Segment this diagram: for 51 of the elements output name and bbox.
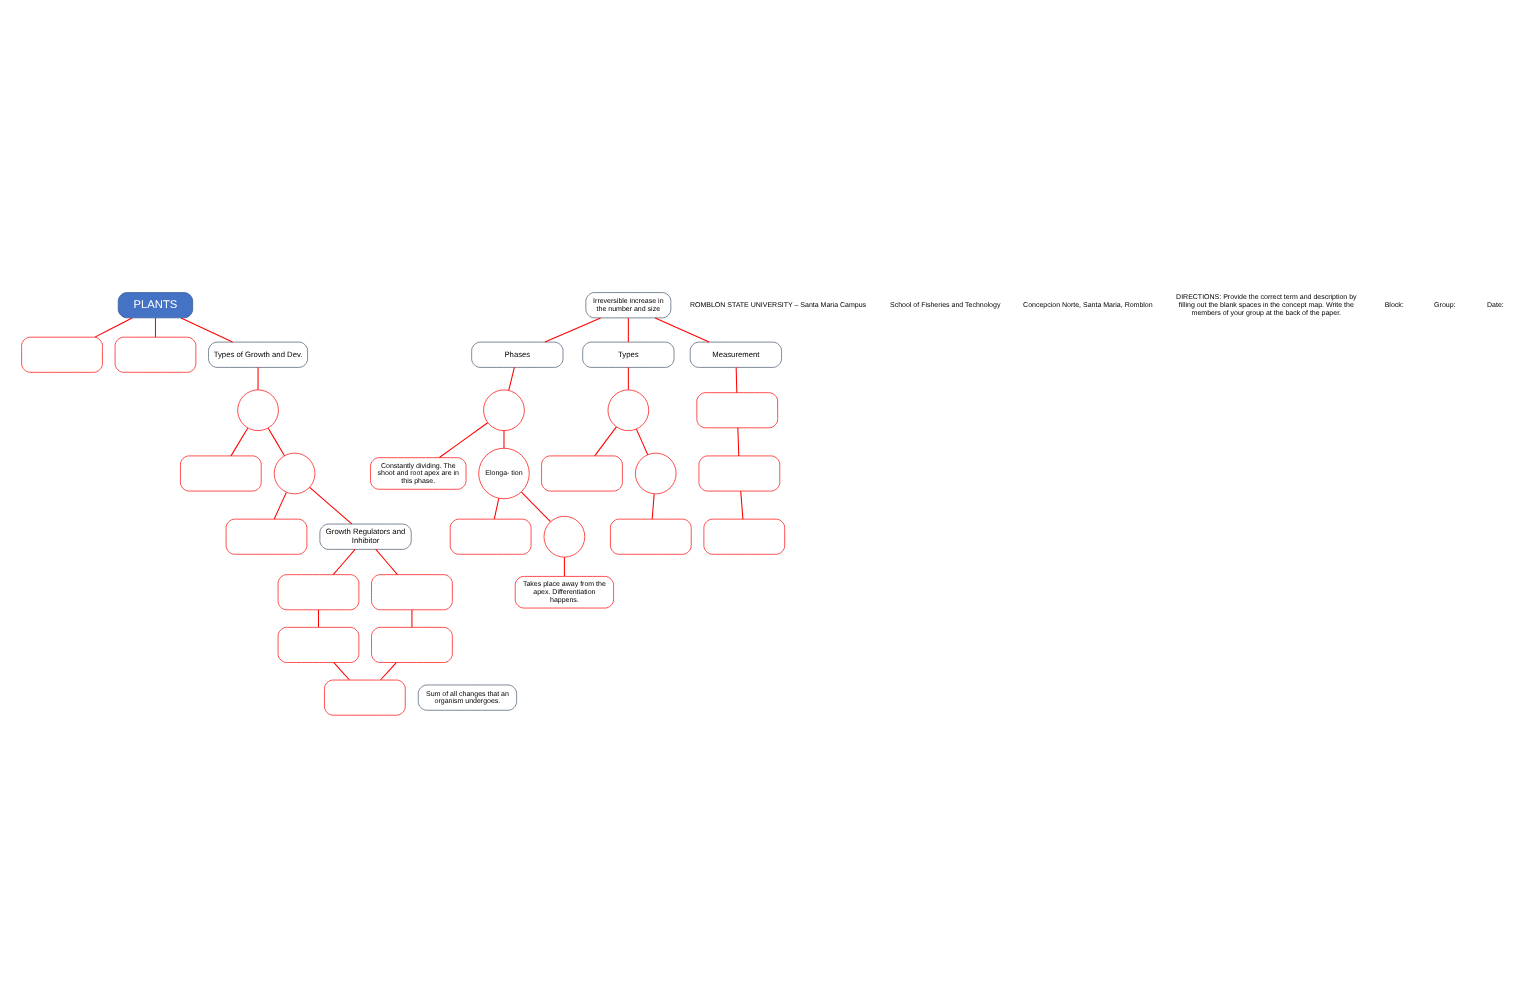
connector: [503, 430, 505, 449]
connector: [230, 427, 249, 457]
connector: [735, 366, 738, 394]
node-circle: [273, 452, 316, 495]
connector: [438, 422, 489, 459]
connector: [180, 317, 234, 343]
connector: [737, 427, 740, 457]
node-box: [696, 392, 778, 429]
node-box: [449, 518, 532, 555]
connector: [333, 662, 350, 681]
connector: [493, 497, 500, 520]
node-box: [698, 455, 781, 492]
node-box: [541, 455, 623, 492]
node-box: [277, 574, 360, 611]
node-circle: [635, 452, 677, 495]
connector: [317, 609, 319, 628]
connector: [627, 366, 629, 391]
node-box: [277, 627, 360, 663]
connector: [654, 317, 710, 343]
connector: [411, 609, 413, 628]
connector: [94, 317, 133, 338]
connector: [627, 317, 629, 343]
connector: [594, 426, 617, 457]
connector: [309, 486, 353, 525]
connector: [563, 556, 565, 577]
connector: [257, 366, 259, 391]
connector: [651, 493, 655, 520]
node-box: [225, 518, 308, 555]
connector: [508, 366, 515, 391]
node-box: [114, 336, 197, 373]
connector: [154, 317, 156, 338]
node-circle: [483, 389, 525, 431]
node-box: [610, 518, 692, 555]
node-box: [180, 455, 262, 492]
connector: [740, 490, 744, 520]
node-box: [371, 627, 453, 663]
node-circle: [543, 516, 586, 558]
connector: [635, 428, 649, 456]
node-circle: [237, 389, 279, 431]
node-box: [703, 518, 786, 555]
connector: [267, 427, 285, 457]
node-circle: [607, 389, 650, 431]
node-box: [324, 679, 406, 716]
connector: [332, 548, 356, 576]
connector: [520, 491, 551, 523]
node-box: [21, 336, 103, 373]
connector: [273, 491, 287, 520]
connector: [544, 317, 602, 343]
node-box: [371, 574, 453, 611]
connector: [375, 548, 398, 576]
connector: [380, 662, 397, 681]
